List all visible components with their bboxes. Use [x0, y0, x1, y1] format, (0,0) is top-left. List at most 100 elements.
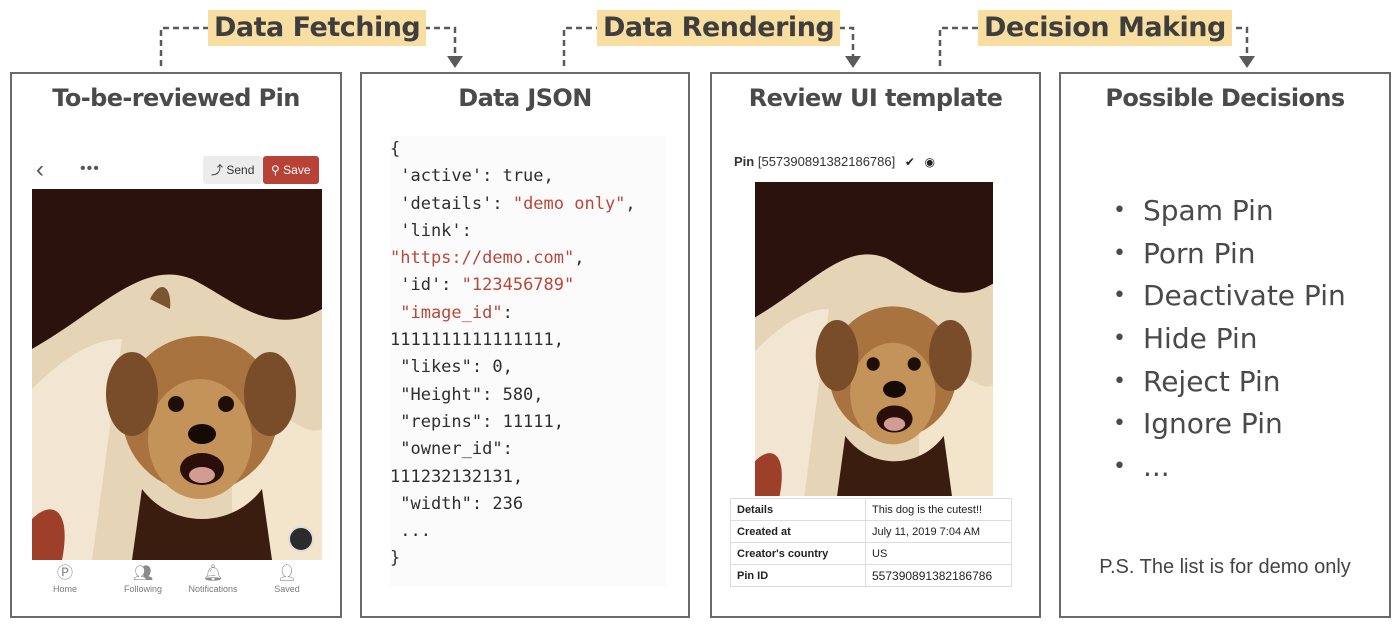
json-token: "width": 236 [390, 493, 524, 514]
check-circle-icon[interactable]: ✔ [904, 155, 915, 169]
json-token: 'id': [390, 275, 462, 296]
nav-label: Following [123, 584, 163, 594]
row-key: Details [730, 498, 866, 521]
pin-label: Pin [734, 154, 755, 169]
nav-label: Saved [274, 584, 300, 594]
decision-item: Reject Pin [1113, 361, 1346, 404]
panel-title: Possible Decisions [1105, 84, 1345, 112]
decision-item: Hide Pin [1113, 318, 1346, 361]
json-line: 'details': "demo only", [390, 191, 666, 218]
pin-id-header: Pin [557390891382186786] ✔ ◉ [734, 154, 935, 169]
row-key: Creator's country [730, 542, 866, 565]
json-token: ... [390, 521, 431, 542]
json-line: 'link': [390, 218, 666, 245]
nav-notifications[interactable]: 🔔︎ Notifications [178, 564, 248, 594]
connector-rendering [562, 26, 599, 66]
connector-rendering-out [829, 26, 855, 58]
row-value: 557390891382186786 [865, 564, 1012, 587]
panel-title: To-be-reviewed Pin [52, 84, 300, 112]
json-string: "https://demo.com" [390, 248, 575, 269]
json-line: } [390, 545, 666, 572]
demo-note: P.S. The list is for demo only [1099, 556, 1351, 578]
json-token: 1111111111111111, [390, 330, 564, 351]
save-button[interactable]: ⚲ Save [263, 156, 319, 184]
people-icon: 👥︎ [132, 565, 154, 582]
json-string: "demo only" [512, 193, 626, 214]
json-token: "likes": 0, [390, 357, 513, 378]
json-token: 'details': [390, 193, 513, 214]
connector-decision [938, 26, 980, 66]
json-line: 'id': "123456789" [390, 272, 666, 299]
json-line: 1111111111111111, [390, 327, 666, 354]
decision-item: Ignore Pin [1113, 403, 1346, 446]
profile-icon: 👤︎ [276, 565, 298, 582]
json-string: "image_id" [390, 302, 503, 323]
row-key: Pin ID [730, 564, 866, 587]
json-token: "Height": 580, [390, 384, 544, 405]
decision-item: Porn Pin [1113, 233, 1346, 276]
json-line: { [390, 136, 666, 163]
bell-icon: 🔔︎ [202, 565, 224, 582]
decision-list: Spam PinPorn PinDeactivate PinHide PinRe… [1113, 190, 1346, 489]
json-line: "owner_id": [390, 436, 666, 463]
json-string: "123456789" [461, 275, 575, 296]
pin-icon: ⚲ [271, 163, 280, 177]
arrow-head-icon [845, 56, 861, 68]
pinterest-logo-icon: Ⓟ [56, 565, 73, 582]
json-token: : [502, 302, 513, 323]
send-button[interactable]: ⤴ Send [203, 156, 263, 184]
json-line: 'active': true, [390, 163, 666, 190]
json-token: } [390, 548, 401, 569]
json-token: "repins": 11111, [390, 411, 564, 432]
json-code-block: { 'active': true, 'details': "demo only"… [390, 136, 666, 586]
arrow-head-icon [447, 56, 463, 68]
pin-toolbar: ‹ ••• ⤴ Send ⚲ Save [30, 156, 324, 184]
panel-to-be-reviewed-pin: To-be-reviewed Pin ‹ ••• ⤴ Send ⚲ Save [10, 72, 342, 618]
step-label-decision-making: Decision Making [978, 10, 1232, 46]
back-chevron-icon[interactable]: ‹ [36, 156, 44, 183]
send-label: Send [226, 163, 255, 177]
json-line: ... [390, 518, 666, 545]
json-token: 'link': [390, 220, 472, 241]
eye-icon[interactable]: ◉ [924, 155, 936, 169]
pin-id-value: [557390891382186786] [757, 154, 896, 169]
json-line: "likes": 0, [390, 354, 666, 381]
json-token: , [625, 193, 636, 214]
more-dots-icon[interactable]: ••• [80, 160, 100, 177]
json-token: { [390, 139, 401, 159]
arrow-head-icon [1239, 56, 1255, 68]
json-line: "width": 236 [390, 491, 666, 518]
json-line: 111232132131, [390, 464, 666, 491]
decision-item: Spam Pin [1113, 190, 1346, 233]
row-key: Created at [730, 520, 866, 543]
json-line: "image_id": [390, 300, 666, 327]
nav-following[interactable]: 👥︎ Following [108, 564, 178, 594]
row-value: US [865, 542, 1012, 565]
panel-title: Review UI template [748, 84, 1003, 112]
json-line: "https://demo.com", [390, 245, 666, 272]
step-label-data-fetching: Data Fetching [208, 10, 427, 46]
connector-fetching-out [414, 26, 457, 58]
decision-item: ... [1113, 446, 1346, 489]
panel-review-ui-template: Review UI template Pin [5573908913821867… [710, 72, 1041, 618]
panel-possible-decisions: Possible Decisions Spam PinPorn PinDeact… [1059, 72, 1391, 618]
review-dog-photo [755, 182, 993, 496]
nav-label: Notifications [188, 584, 238, 594]
nav-saved[interactable]: 👤︎ Saved [252, 564, 322, 594]
json-token: 111232132131, [390, 466, 524, 487]
panel-data-json: Data JSON { 'active': true, 'details': "… [360, 72, 690, 618]
json-line: "Height": 580, [390, 382, 666, 409]
json-line: "repins": 11111, [390, 409, 666, 436]
visual-search-icon[interactable] [288, 526, 314, 552]
save-label: Save [283, 163, 311, 177]
json-token: "owner_id": [390, 439, 513, 460]
decision-item: Deactivate Pin [1113, 275, 1346, 318]
